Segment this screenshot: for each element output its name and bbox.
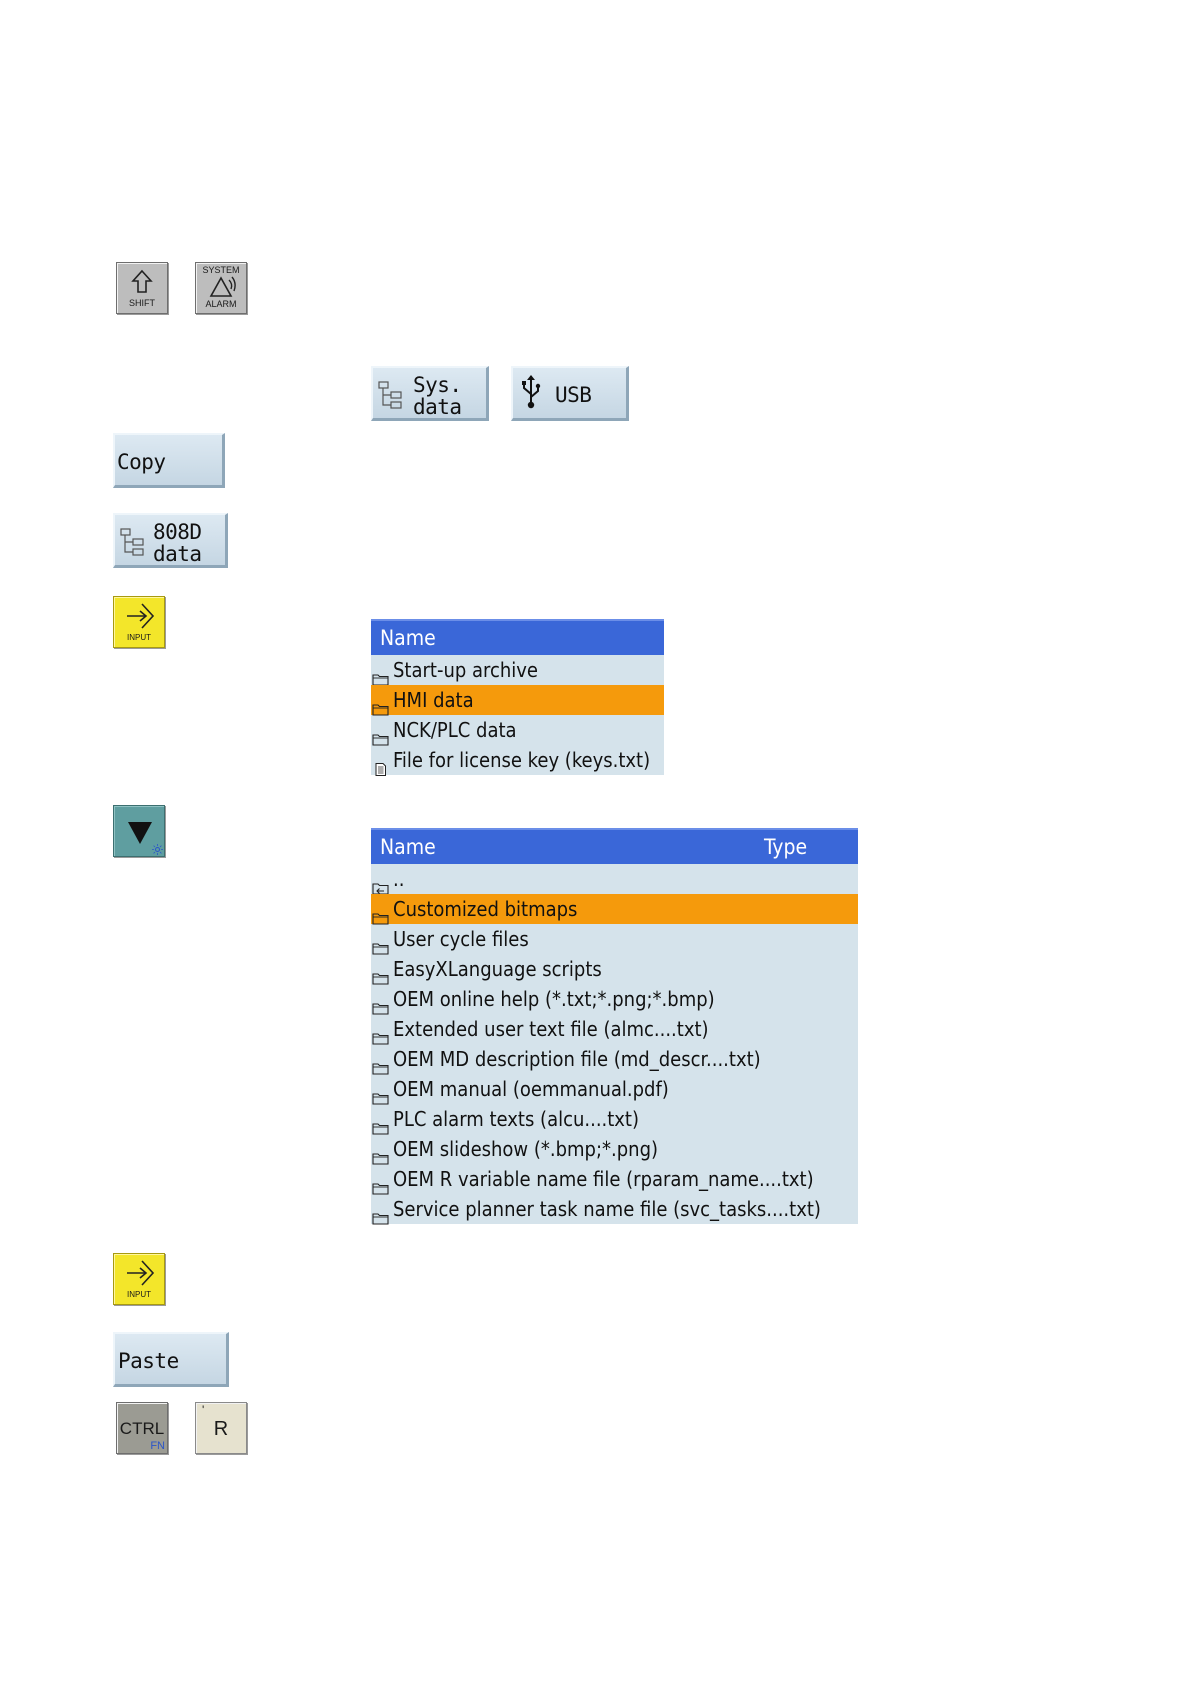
list-item[interactable]: Start-up archive: [371, 655, 664, 686]
list-item-label: Service planner task name file (svc_task…: [393, 1197, 821, 1221]
tree-icon: [378, 381, 402, 409]
system-key-label: SYSTEM: [202, 265, 240, 275]
folder-icon: [372, 1083, 389, 1105]
input-arrow-icon: [127, 603, 155, 629]
list-item-label: ..: [393, 867, 405, 891]
shift-key-label: SHIFT: [129, 298, 155, 308]
folder-up-icon: [372, 873, 389, 895]
list-item-label: Start-up archive: [393, 658, 538, 682]
list-item[interactable]: File for license key (keys.txt): [371, 745, 664, 776]
folder-icon: [372, 1113, 389, 1135]
ctrl-key[interactable]: CTRL FN: [116, 1402, 168, 1454]
list-item-label: User cycle files: [393, 927, 529, 951]
input-key-label: INPUT: [127, 633, 151, 642]
list-item[interactable]: Customized bitmaps: [371, 894, 858, 925]
folder-icon: [372, 1053, 389, 1075]
list-item[interactable]: OEM online help (*.txt;*.png;*.bmp): [371, 984, 858, 1015]
input-key-label: INPUT: [127, 1290, 151, 1299]
list-item-label: OEM online help (*.txt;*.png;*.bmp): [393, 987, 715, 1011]
list-item[interactable]: PLC alarm texts (alcu....txt): [371, 1104, 858, 1135]
list-item[interactable]: OEM MD description file (md_descr....txt…: [371, 1044, 858, 1075]
alarm-key-label: ALARM: [205, 299, 237, 309]
808d-data-softkey[interactable]: 808D data: [113, 513, 228, 568]
arrow-down-icon: [128, 822, 152, 844]
808d-data-line1: 808D: [153, 520, 202, 544]
tree-icon: [120, 528, 144, 556]
list-item-label: File for license key (keys.txt): [393, 748, 651, 772]
column-name-header[interactable]: Name: [380, 835, 436, 859]
folder-icon: [372, 1173, 389, 1195]
list-item[interactable]: EasyXLanguage scripts: [371, 954, 858, 985]
808d-data-line2: data: [153, 542, 202, 566]
list-item-label: Customized bitmaps: [393, 897, 578, 921]
paste-softkey[interactable]: Paste: [113, 1332, 229, 1387]
list-item-label: OEM R variable name file (rparam_name...…: [393, 1167, 814, 1191]
list-item-label: OEM MD description file (md_descr....txt…: [393, 1047, 761, 1071]
r-key[interactable]: ' R: [195, 1402, 247, 1454]
list-item[interactable]: Service planner task name file (svc_task…: [371, 1194, 858, 1225]
paste-label: Paste: [118, 1349, 179, 1373]
folder-icon: [372, 1023, 389, 1045]
list-item[interactable]: OEM slideshow (*.bmp;*.png): [371, 1134, 858, 1165]
list-item-label: NCK/PLC data: [393, 718, 517, 742]
list-item-label: OEM manual (oemmanual.pdf): [393, 1077, 669, 1101]
input-key[interactable]: INPUT: [113, 1253, 165, 1305]
sys-data-line1: Sys.: [413, 373, 462, 397]
folder-icon: [372, 1143, 389, 1165]
input-arrow-icon: [127, 1260, 155, 1286]
r-key-label: R: [213, 1418, 229, 1440]
list-item-label: PLC alarm texts (alcu....txt): [393, 1107, 640, 1131]
r-key-mark: ': [202, 1403, 205, 1417]
list-item-label: OEM slideshow (*.bmp;*.png): [393, 1137, 659, 1161]
sys-data-line2: data: [413, 395, 462, 419]
ctrl-key-label: CTRL: [119, 1419, 165, 1438]
list-item-label: EasyXLanguage scripts: [393, 957, 602, 981]
sys-data-softkey[interactable]: Sys. data: [371, 366, 489, 421]
folder-icon: [372, 664, 389, 686]
shift-arrow-icon: [131, 269, 153, 293]
list-header: Name Type: [371, 828, 858, 864]
shift-key[interactable]: SHIFT: [116, 262, 168, 314]
folder-icon: [372, 963, 389, 985]
light-icon: [152, 844, 163, 855]
folder-icon: [372, 933, 389, 955]
folder-icon: [372, 724, 389, 746]
usb-label: USB: [555, 383, 592, 407]
system-alarm-key[interactable]: SYSTEM ALARM: [195, 262, 247, 314]
column-name-header[interactable]: Name: [380, 626, 436, 650]
list-item[interactable]: OEM manual (oemmanual.pdf): [371, 1074, 858, 1105]
copy-label: Copy: [117, 450, 166, 474]
fn-key-label: FN: [150, 1440, 165, 1452]
list-item-label: HMI data: [393, 688, 474, 712]
list-item[interactable]: HMI data: [371, 685, 664, 716]
alarm-triangle-icon: [209, 276, 236, 297]
list-header: Name: [371, 619, 664, 655]
folder-icon: [372, 1203, 389, 1225]
folder-icon: [372, 694, 389, 716]
list-item[interactable]: ..: [371, 864, 858, 895]
list-item[interactable]: Extended user text file (almc....txt): [371, 1014, 858, 1045]
usb-softkey[interactable]: USB: [511, 366, 629, 421]
list-item[interactable]: OEM R variable name file (rparam_name...…: [371, 1164, 858, 1195]
usb-icon: [522, 375, 541, 409]
list-item[interactable]: NCK/PLC data: [371, 715, 664, 746]
copy-softkey[interactable]: Copy: [113, 433, 225, 488]
folder-icon: [372, 903, 389, 925]
list-item-label: Extended user text file (almc....txt): [393, 1017, 709, 1041]
column-type-header[interactable]: Type: [764, 835, 808, 859]
file-icon: [372, 754, 389, 776]
folder-icon: [372, 993, 389, 1015]
cursor-down-key[interactable]: [113, 805, 165, 857]
list-item[interactable]: User cycle files: [371, 924, 858, 955]
input-key[interactable]: INPUT: [113, 596, 165, 648]
